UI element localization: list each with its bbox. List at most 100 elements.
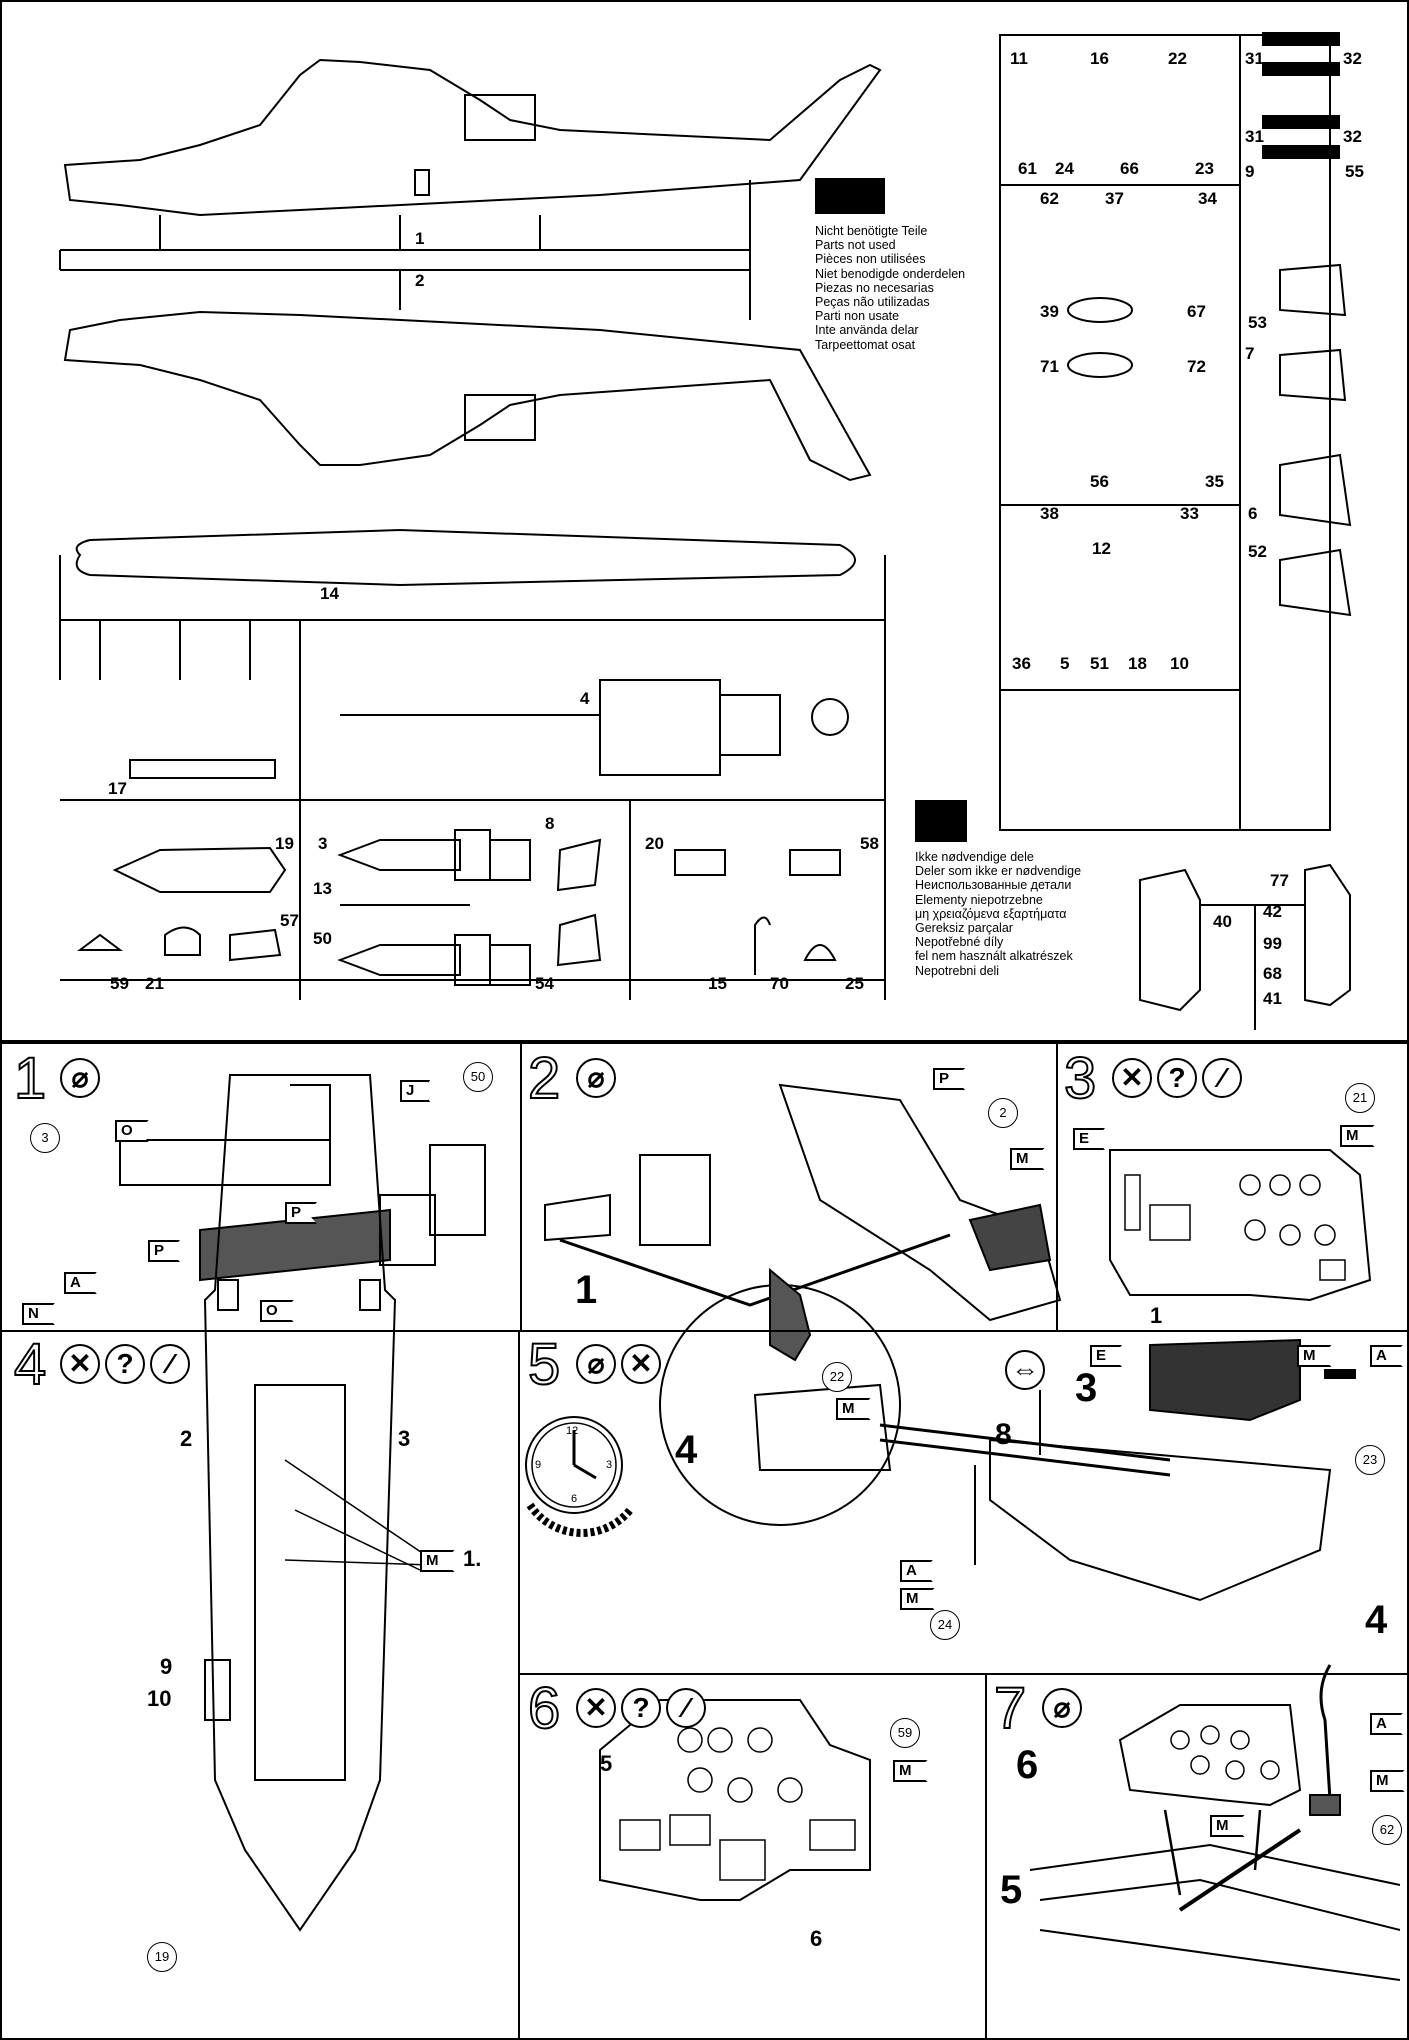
unused-marker-top [815, 178, 885, 214]
part-number: 9 [1245, 162, 1255, 181]
part-number: 56 [1090, 472, 1109, 491]
part-number: 19 [275, 834, 294, 853]
part-number: 13 [313, 879, 332, 898]
part-number: 35 [1205, 472, 1224, 491]
color-tag: O [260, 1300, 294, 1322]
glue-icon: ⌀ [60, 1058, 100, 1098]
legend-line: Piezas no necesarias [815, 280, 934, 295]
step-number: 7 [993, 1676, 1027, 1741]
legend-line: Gereksiz parçalar [915, 921, 1013, 936]
part-number: 51 [1090, 654, 1109, 673]
decal-icon: ✕ [1112, 1058, 1152, 1098]
part-number: 34 [1198, 189, 1217, 208]
part-number: 5 [600, 1751, 613, 1776]
part-number: 4 [675, 1428, 698, 1472]
legend-line: Deler som ikke er nødvendige [915, 864, 1082, 879]
part-number: 71 [1040, 357, 1059, 376]
part-number: 32 [1343, 49, 1362, 68]
part-number: 77 [1270, 871, 1289, 890]
part-number: 14 [320, 584, 339, 603]
legend-line: Niet benodigde onderdelen [815, 266, 966, 281]
part-number: 66 [1120, 159, 1139, 178]
step-7-panel [985, 1673, 1409, 2040]
part-number: 3 [398, 1426, 411, 1451]
legend-not-used-top: Nicht benötigte Teile Parts not used Piè… [815, 224, 965, 352]
part-number: 6 [1248, 504, 1258, 523]
part-number: 39 [1040, 302, 1059, 321]
part-number: 70 [770, 974, 789, 993]
part-number: 1 [575, 1268, 598, 1312]
part-number: 38 [1040, 504, 1059, 523]
part-number: 57 [280, 911, 299, 930]
part-number: 23 [1195, 159, 1214, 178]
part-callout: 2 [988, 1098, 1018, 1128]
part-number: 67 [1187, 302, 1206, 321]
part-callout: 19 [147, 1942, 177, 1972]
part-number: 55 [1345, 162, 1364, 181]
part-number: 10 [147, 1686, 172, 1711]
part-number: 3 [318, 834, 328, 853]
clock-numeral: 12 [566, 1425, 579, 1437]
step-number: 1 [13, 1046, 47, 1111]
part-number: 17 [108, 779, 127, 798]
legend-line: Неиспользованные детали [915, 878, 1072, 893]
part-number: 1 [1150, 1303, 1163, 1328]
paint-brush-icon: ⁄ [150, 1344, 190, 1384]
question-icon: ? [621, 1688, 661, 1728]
part-number: 25 [845, 974, 864, 993]
part-number: 6 [1016, 1743, 1039, 1787]
color-tag: M [836, 1398, 871, 1420]
step-number: 4 [13, 1332, 47, 1397]
part-number: 8 [995, 1418, 1012, 1451]
step-number: 2 [527, 1046, 561, 1111]
part-number: 2 [415, 271, 425, 290]
part-number: 16 [1090, 49, 1109, 68]
part-number: 10 [1170, 654, 1189, 673]
part-number: 68 [1263, 964, 1282, 983]
part-callout: 3 [30, 1123, 60, 1153]
legend-line: Tarpeettomat osat [815, 337, 916, 352]
clock-numeral: 9 [535, 1459, 542, 1471]
part-number: 59 [110, 974, 129, 993]
paint-brush-icon: ⁄ [666, 1688, 706, 1728]
paint-brush-icon: ⁄ [1202, 1058, 1242, 1098]
question-icon: ? [1157, 1058, 1197, 1098]
legend-line: Nepotrebni deli [915, 963, 1000, 978]
part-number: 3 [1075, 1366, 1098, 1410]
part-number: 2 [180, 1426, 193, 1451]
clock-numeral: 3 [606, 1459, 613, 1471]
part-number: 18 [1128, 654, 1147, 673]
part-number: 36 [1012, 654, 1031, 673]
sprue-bar [1262, 115, 1340, 129]
part-number: 31 [1245, 127, 1264, 146]
glue-icon: ⌀ [576, 1058, 616, 1098]
legend-line: fel nem használt alkatrészek [915, 949, 1073, 964]
part-number: 62 [1040, 189, 1059, 208]
part-number: 5 [1060, 654, 1070, 673]
part-number: 31 [1245, 49, 1264, 68]
color-tag: M [420, 1550, 455, 1572]
symmetry-icon: ⇔ [1005, 1350, 1045, 1390]
step-number: 6 [527, 1676, 561, 1741]
part-number: 53 [1248, 313, 1267, 332]
part-callout: 59 [890, 1718, 920, 1748]
part-number: 1. [463, 1546, 482, 1571]
sprue-bar [1262, 32, 1340, 46]
step-number: 5 [527, 1332, 561, 1397]
step-4-panel [0, 1330, 520, 2040]
clock-numeral: 6 [571, 1493, 578, 1505]
part-callout: 50 [463, 1062, 493, 1092]
part-number: 61 [1018, 159, 1037, 178]
color-tag: M [1210, 1815, 1245, 1837]
legend-line: μη χρειαζόμενα εξαρτήματα [915, 906, 1067, 921]
unused-marker-bottom [915, 800, 967, 842]
glue-icon: ⌀ [1042, 1688, 1082, 1728]
part-number: 99 [1263, 934, 1282, 953]
part-number: 4 [580, 689, 590, 708]
part-number: 11 [1010, 49, 1028, 68]
part-callout: 22 [822, 1362, 852, 1392]
decal-icon: ✕ [60, 1344, 100, 1384]
part-number: 33 [1180, 504, 1199, 523]
color-tag: J [400, 1080, 431, 1102]
